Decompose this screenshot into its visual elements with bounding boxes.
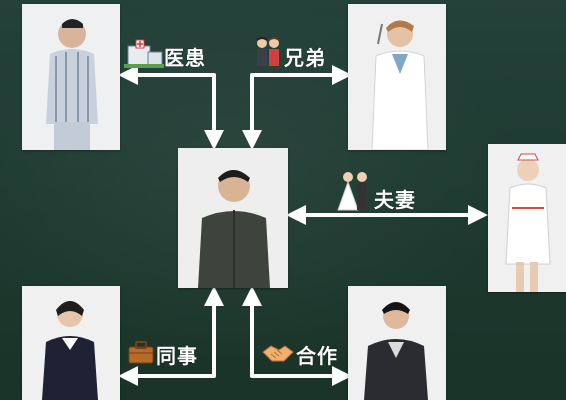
handshake-icon [262, 345, 294, 362]
hospital-icon [124, 39, 164, 68]
relation-label-doctor-patient: 医患 [164, 46, 206, 70]
photo-nurse [488, 144, 566, 292]
arrow-top-right [242, 65, 352, 150]
photo-patient [22, 4, 120, 150]
briefcase-icon [128, 341, 154, 364]
arrow-top-left [118, 65, 224, 150]
photo-center [178, 148, 288, 288]
relation-label-spouses: 夫妻 [374, 188, 416, 212]
relation-label-partners: 合作 [296, 344, 338, 368]
arrow-bottom-right [242, 286, 352, 386]
relation-label-brothers: 兄弟 [284, 46, 326, 70]
photo-partner [348, 286, 446, 400]
wedding-couple-icon [337, 172, 367, 211]
brothers-icon [256, 37, 280, 66]
photo-doctor [348, 4, 446, 150]
arrow-bottom-left [118, 286, 224, 386]
relation-label-colleagues: 同事 [156, 344, 198, 368]
photo-colleague [22, 286, 120, 400]
